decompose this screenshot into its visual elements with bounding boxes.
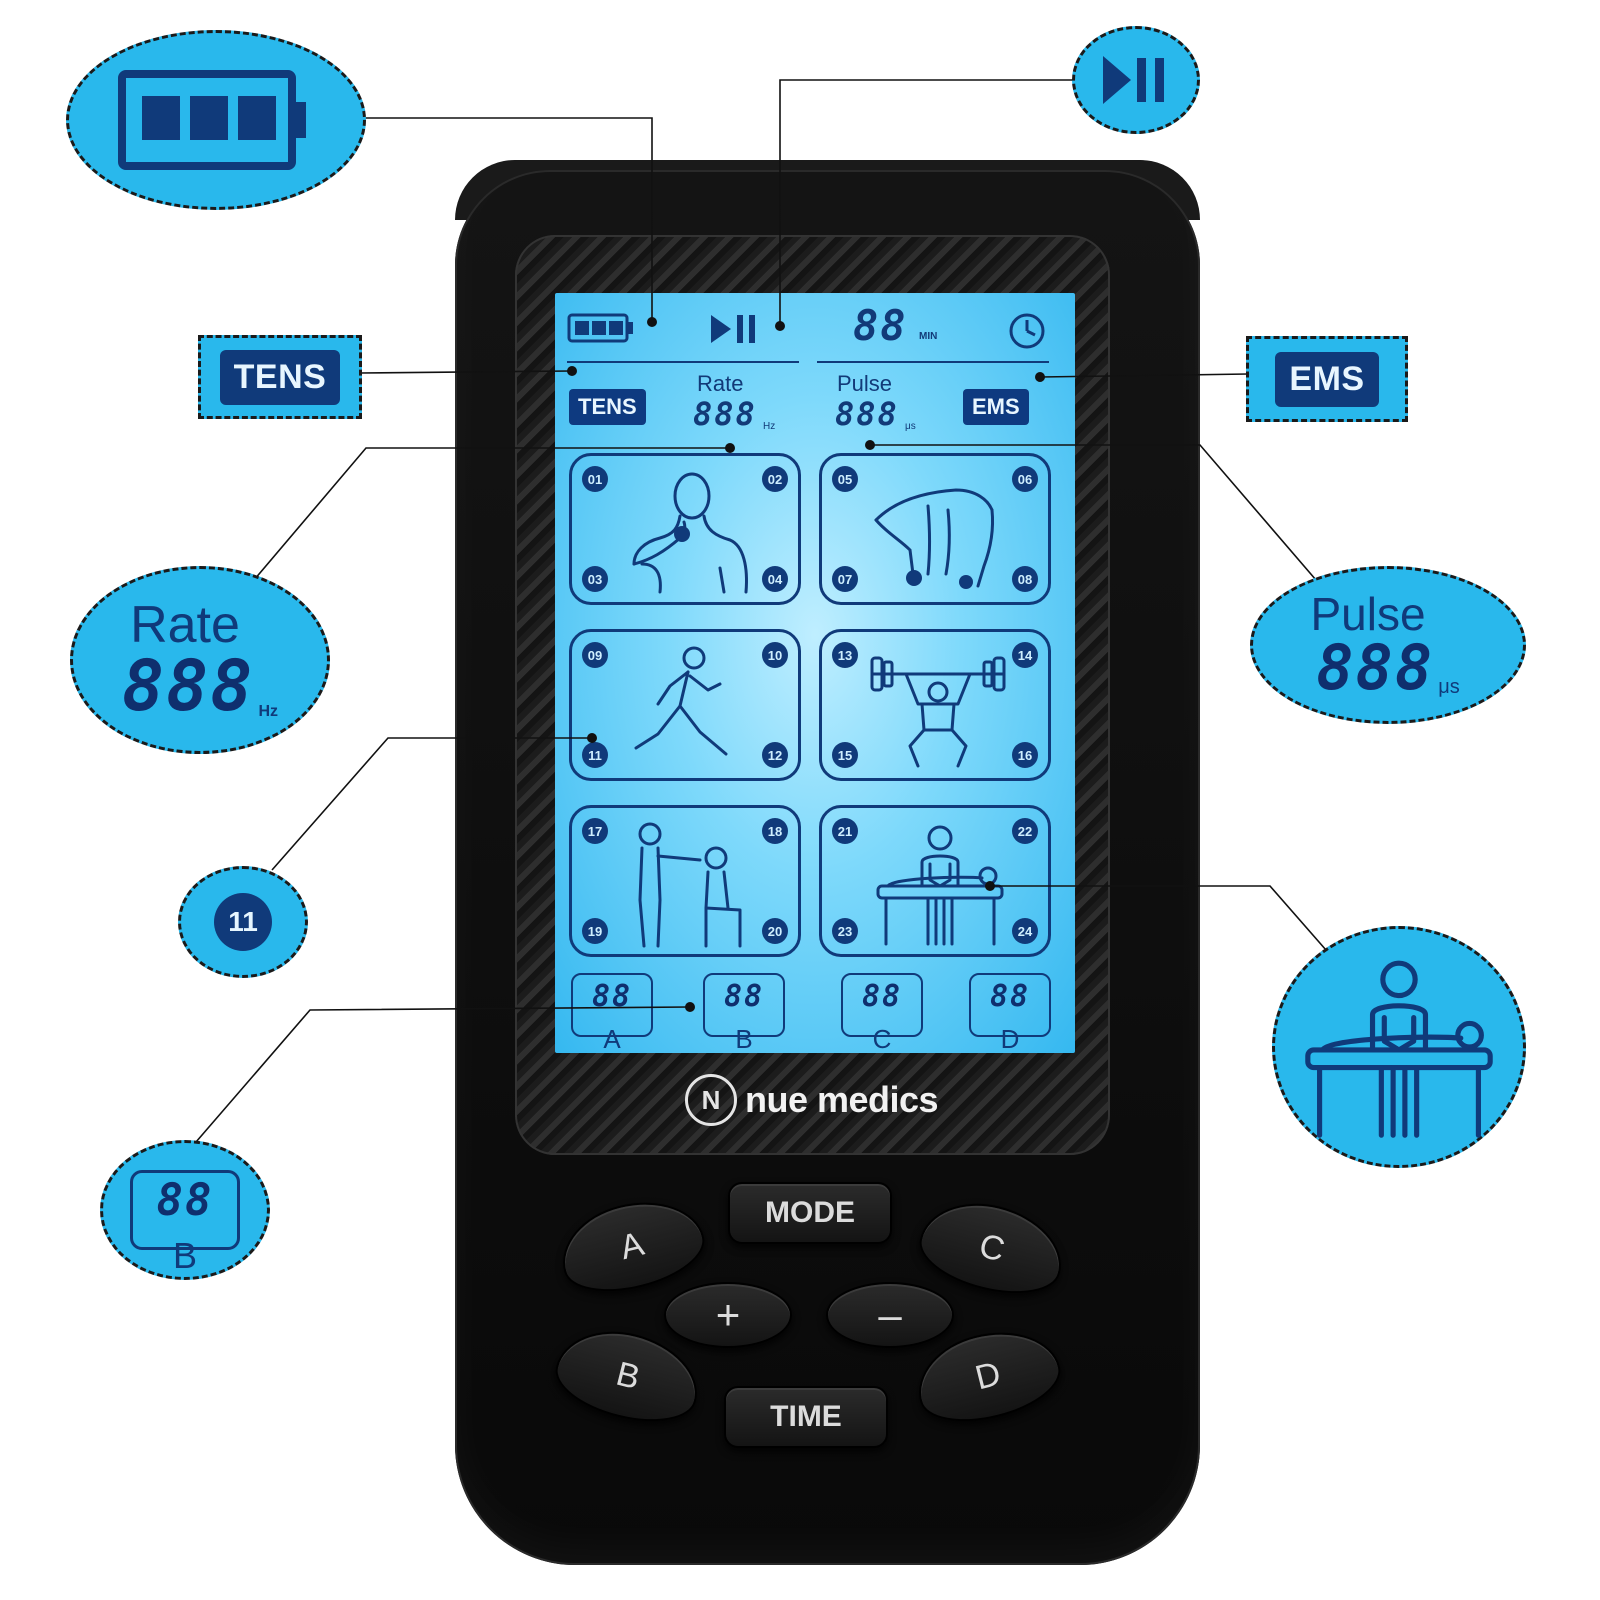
battery-callout bbox=[66, 30, 366, 210]
assisted-stretch-icon bbox=[638, 822, 742, 948]
rate-label: Rate bbox=[697, 371, 744, 396]
pulse-callout-unit: μs bbox=[1438, 676, 1460, 698]
program-panel-back: 05 06 07 08 bbox=[819, 453, 1051, 605]
program-number: 09 bbox=[582, 642, 608, 668]
divider bbox=[567, 361, 799, 363]
rate-callout-unit: Hz bbox=[258, 703, 278, 720]
program-number: 08 bbox=[1012, 566, 1038, 592]
brand-name: nue medics bbox=[745, 1079, 939, 1120]
brand-logo: N nue medics bbox=[685, 1072, 945, 1128]
lcd-screen: 88 MIN TENS Rate 888 Hz Pulse 888 μs EMS… bbox=[555, 293, 1075, 1054]
channel-letter: D bbox=[1000, 1024, 1020, 1054]
pulse-label: Pulse bbox=[837, 371, 893, 396]
program-number: 18 bbox=[762, 818, 788, 844]
program-number: 17 bbox=[582, 818, 608, 844]
channel-callout: 88 B bbox=[100, 1140, 270, 1280]
channel-c-indicator: 88 C bbox=[841, 973, 923, 1054]
brand-mark: N bbox=[685, 1074, 737, 1126]
massage-therapy-icon bbox=[1305, 960, 1493, 1138]
program-panel-massage: 21 22 23 24 bbox=[819, 805, 1051, 957]
rate-unit: Hz bbox=[763, 421, 776, 432]
running-icon bbox=[634, 646, 728, 756]
tens-indicator: TENS bbox=[569, 389, 646, 425]
rate-digits: 888 bbox=[693, 395, 757, 433]
program-number: 19 bbox=[582, 918, 608, 944]
channel-letter: C bbox=[872, 1024, 892, 1054]
program-number: 22 bbox=[1012, 818, 1038, 844]
rate-callout-digits: 888 bbox=[122, 645, 255, 727]
back-pain-icon bbox=[874, 488, 994, 589]
increase-button[interactable]: + bbox=[664, 1282, 792, 1348]
neck-pain-icon bbox=[632, 472, 748, 594]
play-pause-icon bbox=[711, 315, 755, 343]
clock-icon bbox=[1009, 313, 1045, 349]
program-number: 11 bbox=[582, 742, 608, 768]
channel-callout-frame: 88 B bbox=[130, 1170, 240, 1276]
channel-letter: B bbox=[735, 1024, 753, 1054]
pulse-callout-digits: 888 bbox=[1316, 631, 1435, 704]
battery-full-icon bbox=[118, 70, 306, 170]
program-number: 14 bbox=[1012, 642, 1038, 668]
mode-button[interactable]: MODE bbox=[728, 1182, 892, 1244]
ems-indicator: EMS bbox=[963, 389, 1029, 425]
program-number: 23 bbox=[832, 918, 858, 944]
time-button[interactable]: TIME bbox=[724, 1386, 888, 1448]
program-number: 07 bbox=[832, 566, 858, 592]
program-number: 21 bbox=[832, 818, 858, 844]
ems-callout-label: EMS bbox=[1275, 351, 1379, 407]
divider bbox=[817, 361, 1049, 363]
tens-callout: TENS bbox=[198, 335, 362, 419]
pulse-unit: μs bbox=[905, 421, 916, 432]
program-number: 06 bbox=[1012, 466, 1038, 492]
pulse-callout: Pulse 888 μs bbox=[1250, 566, 1526, 724]
play-pause-icon bbox=[1103, 56, 1164, 104]
program-number: 24 bbox=[1012, 918, 1038, 944]
decrease-button[interactable]: – bbox=[826, 1282, 954, 1348]
massage-therapy-icon bbox=[876, 825, 1004, 946]
program-number: 05 bbox=[832, 466, 858, 492]
program-number-callout: 11 bbox=[178, 866, 308, 978]
rate-callout: Rate 888 Hz bbox=[70, 566, 330, 754]
pulse-digits: 888 bbox=[835, 395, 899, 433]
program-panel-running: 09 10 11 12 bbox=[569, 629, 801, 781]
program-number: 20 bbox=[762, 918, 788, 944]
channel-digits: 88 bbox=[723, 979, 765, 1014]
channel-digits: 88 bbox=[989, 979, 1031, 1014]
timer-unit: MIN bbox=[919, 331, 938, 342]
program-number: 12 bbox=[762, 742, 788, 768]
channel-b-indicator: 88 B bbox=[703, 973, 785, 1054]
rate-callout-label: Rate bbox=[130, 596, 240, 654]
channel-callout-digits: 88 bbox=[156, 1175, 214, 1226]
program-number: 13 bbox=[832, 642, 858, 668]
program-number: 04 bbox=[762, 566, 788, 592]
channel-letter: A bbox=[603, 1024, 621, 1054]
channel-digits: 88 bbox=[861, 979, 903, 1014]
channel-digits: 88 bbox=[591, 979, 633, 1014]
program-panel-stretch: 17 18 19 20 bbox=[569, 805, 801, 957]
channel-callout-letter: B bbox=[172, 1235, 197, 1276]
tens-callout-label: TENS bbox=[219, 349, 341, 405]
massage-callout bbox=[1272, 926, 1526, 1168]
pulse-callout-label: Pulse bbox=[1310, 588, 1426, 640]
program-number: 02 bbox=[762, 466, 788, 492]
program-number: 10 bbox=[762, 642, 788, 668]
program-number: 15 bbox=[832, 742, 858, 768]
channel-a-indicator: 88 A bbox=[571, 973, 653, 1054]
play-pause-callout bbox=[1072, 26, 1200, 134]
ems-callout: EMS bbox=[1246, 336, 1408, 422]
channel-d-indicator: 88 D bbox=[969, 973, 1051, 1054]
timer-digits: 88 bbox=[853, 301, 908, 350]
program-number-badge: 11 bbox=[214, 893, 272, 951]
program-number: 01 bbox=[582, 466, 608, 492]
weightlifting-icon bbox=[870, 656, 1006, 768]
program-panel-neck: 01 02 03 04 bbox=[569, 453, 801, 605]
program-number: 16 bbox=[1012, 742, 1038, 768]
battery-icon bbox=[567, 313, 633, 343]
program-number: 03 bbox=[582, 566, 608, 592]
program-panel-weightlifting: 13 14 15 16 bbox=[819, 629, 1051, 781]
